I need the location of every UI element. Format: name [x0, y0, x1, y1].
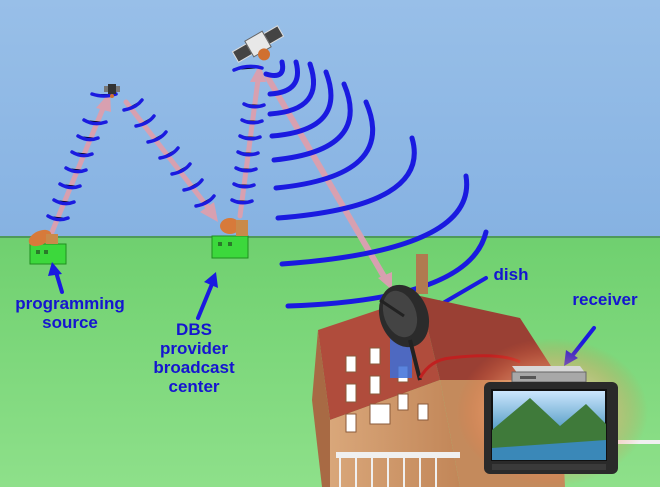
dbs-center-label: DBS provider broadcast center [146, 320, 242, 396]
receiver-label: receiver [572, 290, 638, 309]
relay-beam [122, 98, 218, 222]
programming-source-label-line: programming [15, 294, 125, 313]
dbs-center-label-line: broadcast [153, 358, 235, 377]
dbs-center-label-line: provider [159, 339, 229, 358]
satellite-dish-icon [378, 284, 430, 381]
small-satellite-icon [104, 84, 120, 98]
receiver-box-icon [511, 366, 587, 383]
television-icon [484, 382, 618, 474]
uplink-beam [46, 92, 118, 235]
dbs-center-label-line: center [168, 377, 220, 396]
dish-label: dish [493, 265, 529, 284]
broadcast-waves [263, 59, 489, 309]
uplink-dish-icon [28, 229, 67, 265]
programming-source-label-line: source [42, 313, 98, 332]
sky [0, 0, 660, 238]
broadcast-center-icon [211, 218, 249, 259]
satellite-uplink-beam [230, 64, 266, 219]
programming-source-label: programming source [6, 294, 134, 332]
dbs-center-label-line: DBS [176, 320, 212, 339]
main-satellite-icon [231, 25, 285, 63]
